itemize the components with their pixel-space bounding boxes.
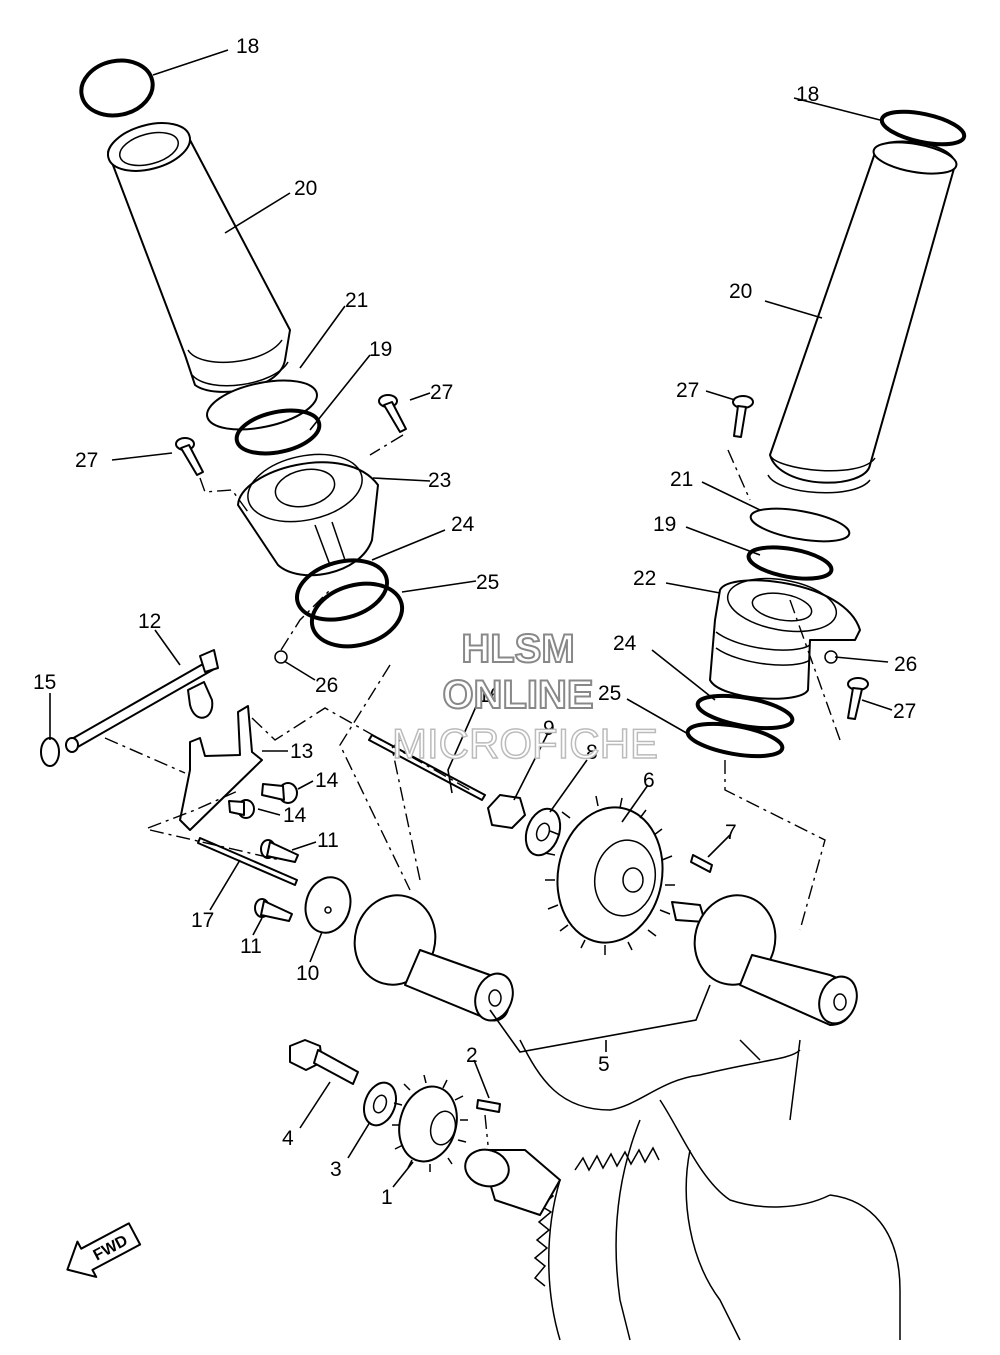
callout-20-left: 20 [294,177,317,200]
engine-case-outline [519,1039,901,1341]
callout-19-left: 19 [369,338,392,361]
callout-13: 13 [290,740,313,763]
callout-20-right: 20 [729,280,752,303]
callout-22: 22 [633,567,656,590]
rod-16 [368,734,486,801]
callout-8: 8 [586,741,598,764]
callout-24-left: 24 [451,513,475,536]
o-ring-25-right [685,721,785,759]
watermark-line-3: MICROFICHE [392,720,658,767]
callout-16: 16 [478,684,501,707]
right-assembly [685,109,967,931]
callout-6: 6 [643,769,655,792]
camshaft-left [353,894,514,1022]
o-ring-19-right [746,545,834,581]
watermark-line-2: ONLINE [442,673,593,717]
callout-3: 3 [330,1158,342,1181]
bolt-27-left-b [378,394,407,433]
plate-10 [304,876,352,934]
camshaft-right [671,894,858,1026]
callout-26-left: 26 [315,674,338,697]
pin-17 [197,837,298,886]
callout-25-left: 25 [476,571,499,594]
nut-9 [487,794,526,829]
callout-27-left-a: 27 [75,449,98,472]
bolt-27-right-b [847,677,869,720]
washer-8 [524,807,562,857]
callout-14-upper: 14 [315,769,339,792]
callout-25-right: 25 [598,682,621,705]
left-assembly [79,58,407,664]
callout-5: 5 [598,1053,610,1076]
gear-6 [544,795,675,955]
washer-15 [40,737,60,767]
callout-11-upper: 11 [317,829,339,852]
fwd-arrow-badge: FWD [66,1222,142,1278]
housing-22-right [709,579,861,700]
callout-17: 17 [191,909,214,932]
callout-19-right: 19 [653,513,676,536]
callout-27-left-b: 27 [430,381,453,404]
callout-12: 12 [138,610,161,633]
bolt-27-right-a [732,395,754,438]
callout-23: 23 [428,469,451,492]
callout-18-right: 18 [796,83,819,106]
callout-15: 15 [33,671,56,694]
callout-9: 9 [543,717,555,740]
callout-2: 2 [466,1044,478,1067]
callout-labels: 18 18 20 20 21 19 27 27 23 24 25 26 27 2… [33,35,917,1209]
callout-11-lower: 11 [240,935,262,958]
callout-21-right: 21 [670,468,693,491]
o-ring-19-left [234,408,322,456]
watermark: HLSM ONLINE MICROFICHE [391,626,659,768]
watermark-line-1: HLSM [461,627,574,671]
clip-26-left [274,650,288,664]
bolt-27-left-a [175,437,204,476]
bolt-14-lower [228,799,255,819]
callout-27-right-b: 27 [893,700,916,723]
washer-21-left [206,379,318,431]
key-7 [690,854,713,873]
callout-24-right: 24 [613,632,637,655]
callout-10: 10 [296,962,319,985]
key-2 [476,1099,501,1113]
leader-lines [49,49,893,1188]
callout-27-right-a: 27 [676,379,699,402]
o-ring-24-left [294,558,390,622]
callout-4: 4 [282,1127,294,1150]
lower-shaft-group [289,1039,561,1216]
callout-14-lower: 14 [283,804,307,827]
callout-1: 1 [381,1186,393,1209]
callout-21-left: 21 [345,289,368,312]
o-ring-18-left [79,58,155,118]
tube-20-right [769,140,956,484]
bolt-11-upper [260,839,299,863]
o-ring-25-left [309,581,405,649]
gear-1 [392,1074,468,1172]
bolt-14-upper [261,782,298,804]
bracket-13 [179,705,263,831]
o-ring-18-right [879,109,967,147]
center-shaft-group [40,649,858,1026]
bolt-11-lower [254,898,293,922]
callout-18-left: 18 [236,35,259,58]
callout-26-right: 26 [894,653,917,676]
washer-3 [363,1081,397,1127]
callout-7: 7 [725,821,737,844]
housing-23-left [237,461,379,577]
shaft-12 [65,649,219,753]
washer-21-right [749,507,851,543]
bolt-4 [289,1039,359,1085]
